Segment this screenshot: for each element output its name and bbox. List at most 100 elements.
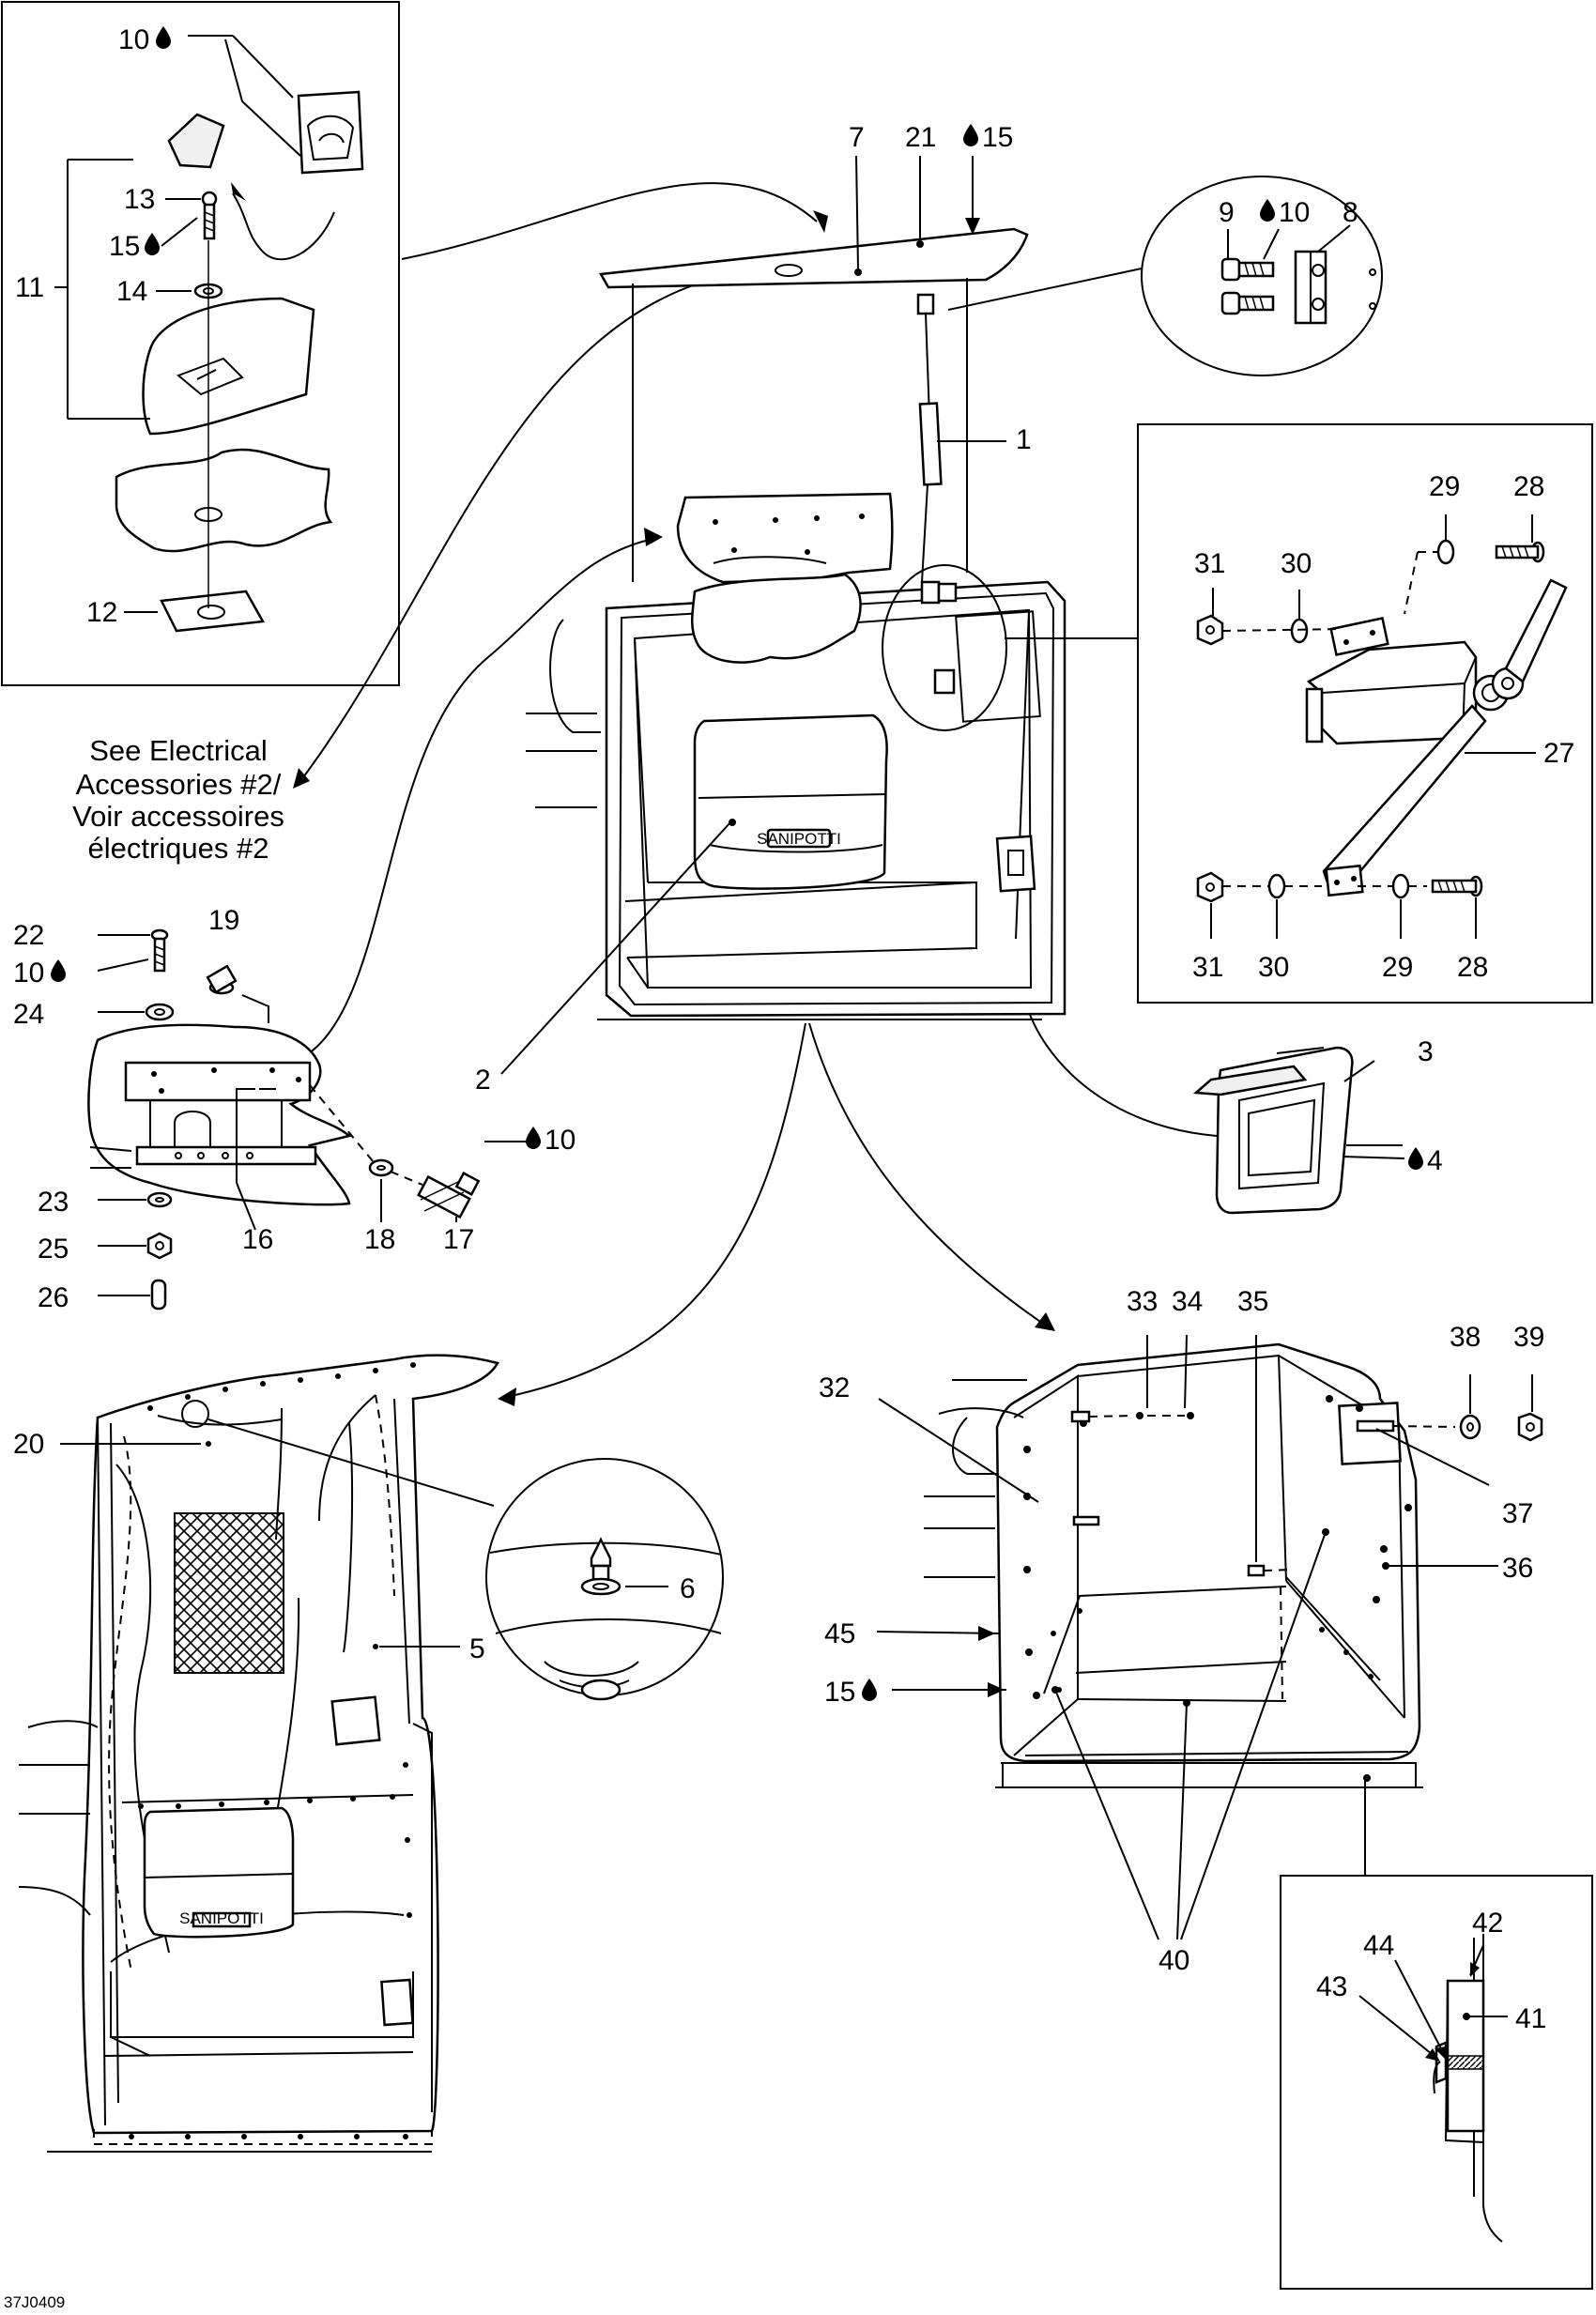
- label-28: 28: [1457, 952, 1488, 983]
- screw-dots: [129, 1362, 416, 2139]
- label-28: 28: [1513, 471, 1544, 502]
- label-15: 15: [824, 1677, 855, 1708]
- screw-22: [150, 928, 169, 973]
- latch-knob: [167, 113, 225, 169]
- toilet-brand-label-2: SANIPOTTI: [179, 1909, 264, 1927]
- label-42: 42: [1472, 1908, 1503, 1939]
- label-10: 10: [545, 1125, 575, 1156]
- mirror-37: [1338, 1402, 1402, 1465]
- label-15: 15: [982, 122, 1013, 153]
- grab-handle-3: [1192, 1046, 1405, 1215]
- label-30: 30: [1281, 548, 1312, 579]
- note-line-3: Voir accessoires: [72, 800, 284, 833]
- gas-strut-end: [1504, 578, 1568, 683]
- side-access-door: [995, 835, 1036, 893]
- label-3: 3: [1418, 1036, 1434, 1067]
- label-29: 29: [1382, 952, 1413, 983]
- label-10: 10: [1279, 197, 1310, 228]
- drawing-code: 37J0409: [4, 2293, 65, 2311]
- label-35: 35: [1237, 1286, 1268, 1317]
- toilet-rear-view: [143, 1806, 295, 1939]
- label-10: 10: [118, 24, 149, 55]
- inset-screw-6: [485, 1458, 724, 1701]
- inset-edge-section: [1280, 1875, 1593, 2290]
- washer-29-upper: [1436, 539, 1455, 565]
- detail-ellipse: [1141, 176, 1383, 376]
- label-26: 26: [38, 1282, 69, 1313]
- drop-icon: [526, 1127, 541, 1149]
- nut-39: [1517, 1412, 1543, 1442]
- label-40: 40: [1159, 1945, 1189, 1976]
- label-36: 36: [1502, 1553, 1533, 1584]
- backing-plate-12: [160, 590, 266, 633]
- seat-panel-16: [87, 1023, 352, 1206]
- label-39: 39: [1513, 1322, 1544, 1353]
- washer-18: [368, 1158, 394, 1177]
- label-12: 12: [86, 597, 117, 628]
- screw-35: [1247, 1564, 1266, 1577]
- washer-29-lower: [1391, 873, 1410, 899]
- drop-icon: [145, 233, 160, 255]
- inset-frame: [1280, 1875, 1593, 2290]
- drop-icon: [862, 1679, 877, 1701]
- label-21: 21: [905, 122, 936, 153]
- washer-38: [1459, 1414, 1481, 1440]
- label-1: 1: [1016, 424, 1032, 455]
- lid-7: [598, 227, 1029, 289]
- portable-toilet-2: SANIPOTTI: [693, 713, 888, 890]
- inset-latch-detail: [1, 1, 400, 686]
- label-16: 16: [242, 1224, 273, 1255]
- label-4: 4: [1427, 1145, 1443, 1176]
- cross-reference-note: See Electrical Accessories #2/ Voir acce…: [72, 734, 284, 865]
- nut-25: [146, 1232, 173, 1260]
- label-41: 41: [1515, 2003, 1546, 2034]
- label-37: 37: [1502, 1498, 1533, 1529]
- toilet-brand-label: SANIPOTTI: [757, 830, 841, 848]
- label-22: 22: [13, 920, 44, 951]
- label-20: 20: [13, 1429, 44, 1460]
- drop-icon: [1260, 199, 1275, 222]
- cabin-frame-5: [82, 1354, 499, 2135]
- label-43: 43: [1316, 1971, 1347, 2002]
- label-7: 7: [849, 122, 865, 153]
- bolt-9-lower: [1220, 291, 1275, 315]
- label-34: 34: [1172, 1286, 1203, 1317]
- nut-31-upper: [1196, 614, 1224, 646]
- cabin-full-view: SANIPOTTI: [18, 1354, 499, 2153]
- screw-37: [1356, 1419, 1395, 1433]
- note-line-1: See Electrical: [89, 734, 268, 767]
- label-18: 18: [364, 1224, 395, 1255]
- washer-24: [145, 1003, 175, 1021]
- note-line-4: électriques #2: [87, 832, 269, 865]
- label-33: 33: [1127, 1286, 1158, 1317]
- inset-hinge-bolts: [1141, 176, 1383, 376]
- label-44: 44: [1363, 1930, 1394, 1961]
- label-10: 10: [13, 958, 44, 989]
- spacer-19: [206, 964, 238, 995]
- connector-leaders: [293, 182, 1218, 1406]
- strut-mount-top: [916, 293, 935, 315]
- label-27: 27: [1543, 738, 1574, 769]
- label-31: 31: [1192, 952, 1223, 983]
- panel-36: [995, 1342, 1421, 1763]
- callout-labels: 10 13 15 11 14 12 7 21 15 1 2 9 10 8 29 …: [4, 24, 1574, 2311]
- nut-31-lower: [1196, 871, 1224, 903]
- label-32: 32: [819, 1372, 850, 1403]
- label-13: 13: [124, 184, 155, 215]
- label-9: 9: [1219, 197, 1235, 228]
- label-19: 19: [208, 905, 239, 936]
- hinge-plate-assembly: [87, 928, 526, 1311]
- drop-icon: [963, 124, 978, 146]
- pin-26: [150, 1279, 167, 1311]
- label-23: 23: [38, 1187, 69, 1218]
- label-17: 17: [443, 1224, 474, 1255]
- hinge-plate-16: [124, 1061, 312, 1102]
- cushion-cutout: [691, 573, 862, 664]
- label-31: 31: [1194, 548, 1225, 579]
- screw-28-lower: [1431, 875, 1483, 897]
- bolt-9-upper: [1220, 257, 1275, 282]
- screw-13: [201, 191, 218, 240]
- drop-icon: [51, 959, 66, 982]
- label-24: 24: [13, 999, 44, 1030]
- note-line-2: Accessories #2/: [76, 768, 282, 801]
